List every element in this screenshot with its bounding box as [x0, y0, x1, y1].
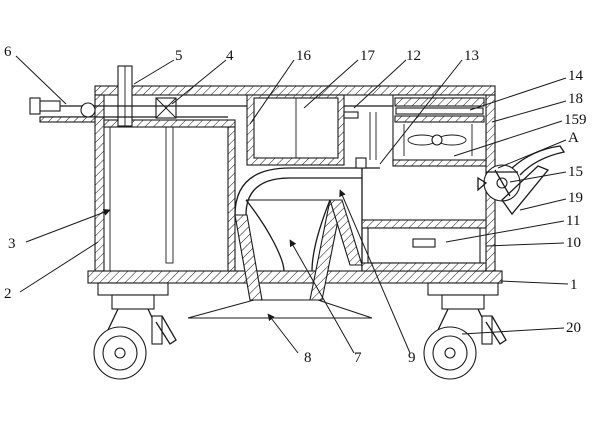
collection-drawer: [361, 219, 487, 272]
water-tank: [103, 119, 236, 272]
label-7: 7: [354, 350, 362, 366]
filter-box: [246, 94, 345, 166]
label-4: 4: [226, 48, 234, 64]
label-14: 14: [568, 68, 584, 84]
label-15: 15: [568, 164, 583, 180]
funnel: [234, 199, 363, 301]
label-8: 8: [304, 350, 312, 366]
valve: [155, 97, 177, 119]
left-wheel: [93, 282, 177, 380]
handle-assembly: [477, 145, 566, 216]
label-16: 16: [296, 48, 312, 64]
label-19: 19: [568, 190, 583, 206]
inlet-tube: [117, 65, 133, 127]
label-10: 10: [566, 235, 581, 251]
label-6: 6: [4, 44, 12, 60]
suction-hood: [187, 299, 373, 319]
label-20: 20: [566, 320, 581, 336]
label-13: 13: [464, 48, 479, 64]
base-plate: [87, 270, 503, 284]
label-3: 3: [8, 236, 16, 252]
label-2: 2: [4, 286, 12, 302]
label-159: 159: [564, 112, 587, 128]
label-11: 11: [566, 213, 580, 229]
fan: [407, 134, 467, 146]
label-17: 17: [360, 48, 376, 64]
divider-plate: [392, 159, 487, 167]
label-18: 18: [568, 91, 583, 107]
label-12: 12: [406, 48, 421, 64]
fan-chamber: [392, 94, 487, 163]
right-wheel: [423, 282, 507, 380]
reference-labels: 6 5 4 16 17 12 13 14 18 159 A 15 19 11 1…: [4, 44, 587, 366]
label-A: A: [568, 130, 579, 146]
spray-nozzle: [29, 97, 96, 123]
connector: [343, 111, 377, 160]
leader-lines: [15, 55, 569, 354]
label-1: 1: [570, 277, 578, 293]
label-5: 5: [175, 48, 183, 64]
label-9: 9: [408, 350, 416, 366]
